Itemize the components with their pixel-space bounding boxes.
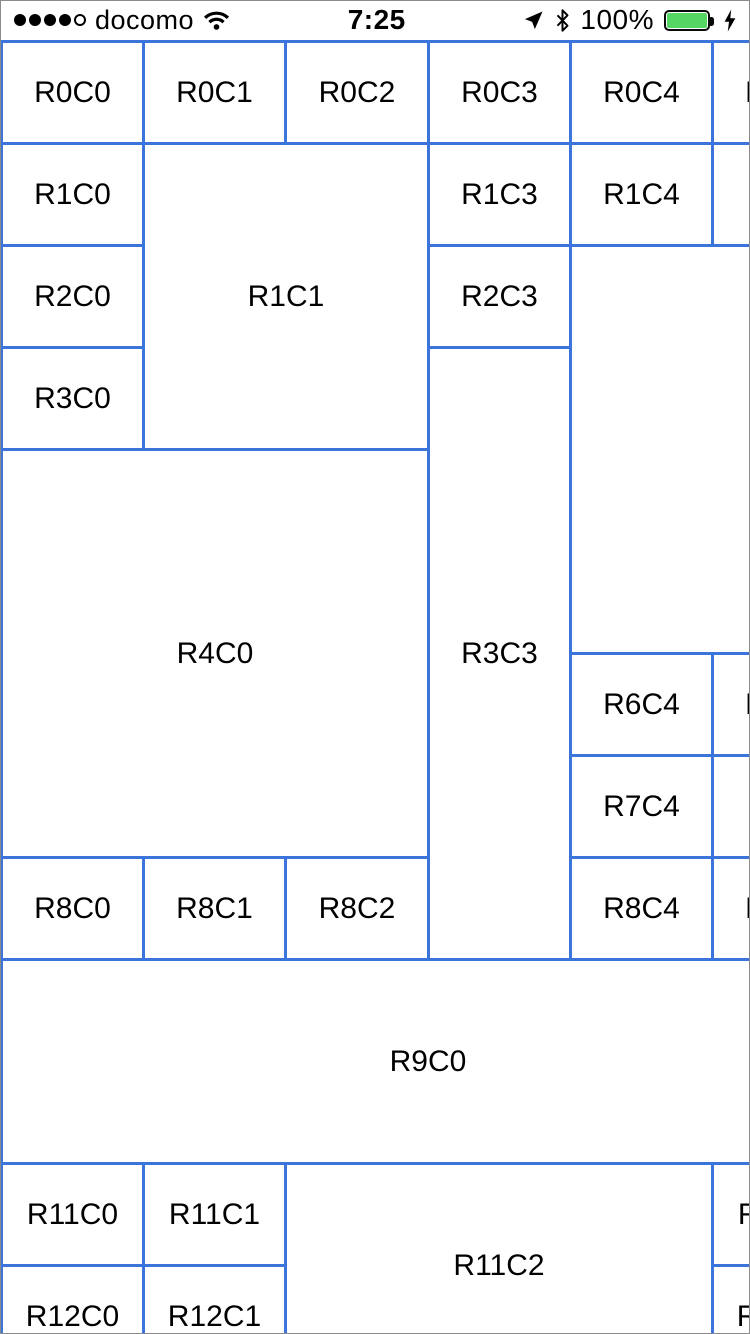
cell-r11c0[interactable]: R11C0	[0, 1162, 145, 1267]
cell-label: R0C1	[176, 75, 253, 109]
cell-r3c0[interactable]: R3C0	[0, 346, 145, 451]
cell-r8c1[interactable]: R8C1	[142, 856, 287, 961]
cell-label: R2C3	[461, 279, 538, 313]
cell-r0c3[interactable]: R0C3	[427, 40, 572, 145]
cell-r12c5[interactable]: R12C5	[711, 1264, 750, 1334]
signal-dot-filled	[44, 14, 56, 26]
cell-label: R1C4	[603, 177, 680, 211]
cell-r6c4[interactable]: R6C4	[569, 652, 714, 757]
cell-label: R8C5	[745, 892, 750, 926]
cell-r8c4[interactable]: R8C4	[569, 856, 714, 961]
cell-r2c0[interactable]: R2C0	[0, 244, 145, 349]
bluetooth-icon	[557, 8, 569, 32]
cell-label: R4C0	[176, 636, 254, 670]
cell-label: R12C1	[167, 1299, 262, 1333]
charging-bolt-icon	[724, 9, 736, 31]
cell-label: R1C1	[247, 279, 325, 313]
cell-label: R12C5	[736, 1299, 750, 1333]
cell-r11c2[interactable]: R11C2	[284, 1162, 714, 1334]
battery-icon	[664, 9, 714, 31]
status-bar: docomo 7:25 100%	[0, 0, 750, 40]
cell-label: R3C3	[461, 636, 538, 670]
status-bar-right: 100%	[522, 4, 736, 36]
battery-percent-label: 100%	[580, 4, 654, 35]
cell-label: R11C0	[26, 1197, 119, 1231]
cell-label: R0C3	[461, 75, 538, 109]
cell-label: R9C0	[389, 1044, 467, 1078]
cell-label: R8C4	[603, 891, 680, 925]
cell-r1c3[interactable]: R1C3	[427, 142, 572, 247]
cell-label: R0C2	[318, 75, 396, 109]
cell-signal-dots-icon	[14, 14, 86, 26]
cell-r0c2[interactable]: R0C2	[284, 40, 430, 145]
cell-label: R11C2	[453, 1248, 545, 1282]
cell-r0c4[interactable]: R0C4	[569, 40, 714, 145]
cell-r8c0[interactable]: R8C0	[0, 856, 145, 961]
signal-dot-filled	[14, 14, 26, 26]
cell-r0c0[interactable]: R0C0	[0, 40, 145, 145]
cell-label: R1C0	[34, 177, 111, 211]
cell-unlabeled-r7c5[interactable]	[711, 754, 750, 859]
cell-r9c0[interactable]: R9C0	[0, 958, 750, 1165]
cell-r3c3[interactable]: R3C3	[427, 346, 572, 961]
cell-r4c0[interactable]: R4C0	[0, 448, 430, 859]
status-bar-time: 7:25	[347, 4, 406, 35]
cell-label: R0C4	[603, 75, 680, 109]
cell-r11c1[interactable]: R11C1	[142, 1162, 287, 1267]
cell-label: R8C1	[176, 891, 253, 925]
cell-label: R6C5	[745, 688, 750, 722]
cell-r8c2[interactable]: R8C2	[284, 856, 430, 961]
signal-dot-filled	[29, 14, 41, 26]
cell-label: R8C0	[34, 891, 111, 925]
cell-r1c1[interactable]: R1C1	[142, 142, 430, 451]
cell-r1c0[interactable]: R1C0	[0, 142, 145, 247]
cell-label: R7C4	[603, 789, 680, 823]
cell-label: R8C2	[318, 891, 396, 925]
cell-label: R11C1	[168, 1197, 261, 1231]
battery-nub	[710, 16, 714, 26]
cell-label: R11C5	[737, 1197, 750, 1231]
cell-r2c3[interactable]: R2C3	[427, 244, 572, 349]
cell-label: R12C0	[25, 1299, 120, 1333]
cell-r0c5[interactable]: R0C5	[711, 40, 750, 145]
cell-r12c0[interactable]: R12C0	[0, 1264, 145, 1334]
cell-r7c4[interactable]: R7C4	[569, 754, 714, 859]
cell-unlabeled-r1c5[interactable]	[711, 142, 750, 247]
location-arrow-icon	[525, 10, 543, 29]
signal-dot-hollow	[74, 14, 86, 26]
cell-unlabeled-r2c4[interactable]	[569, 244, 750, 655]
cell-r6c5[interactable]: R6C5	[711, 652, 750, 757]
cell-label: R0C5	[745, 76, 750, 110]
cell-label: R1C3	[461, 177, 538, 211]
cell-label: R2C0	[34, 279, 111, 313]
cell-r11c5[interactable]: R11C5	[711, 1162, 750, 1267]
cell-r0c1[interactable]: R0C1	[142, 40, 287, 145]
battery-fill	[667, 12, 707, 28]
signal-dot-filled	[59, 14, 71, 26]
carrier-label: docomo	[95, 4, 195, 35]
cell-label: R6C4	[603, 687, 680, 721]
cell-r1c4[interactable]: R1C4	[569, 142, 714, 247]
cell-label: R0C0	[34, 75, 111, 109]
status-bar-left: docomo	[14, 5, 230, 36]
wifi-icon	[204, 11, 230, 30]
cell-label: R3C0	[34, 381, 111, 415]
cell-r12c1[interactable]: R12C1	[142, 1264, 287, 1334]
cell-r8c5[interactable]: R8C5	[711, 856, 750, 961]
